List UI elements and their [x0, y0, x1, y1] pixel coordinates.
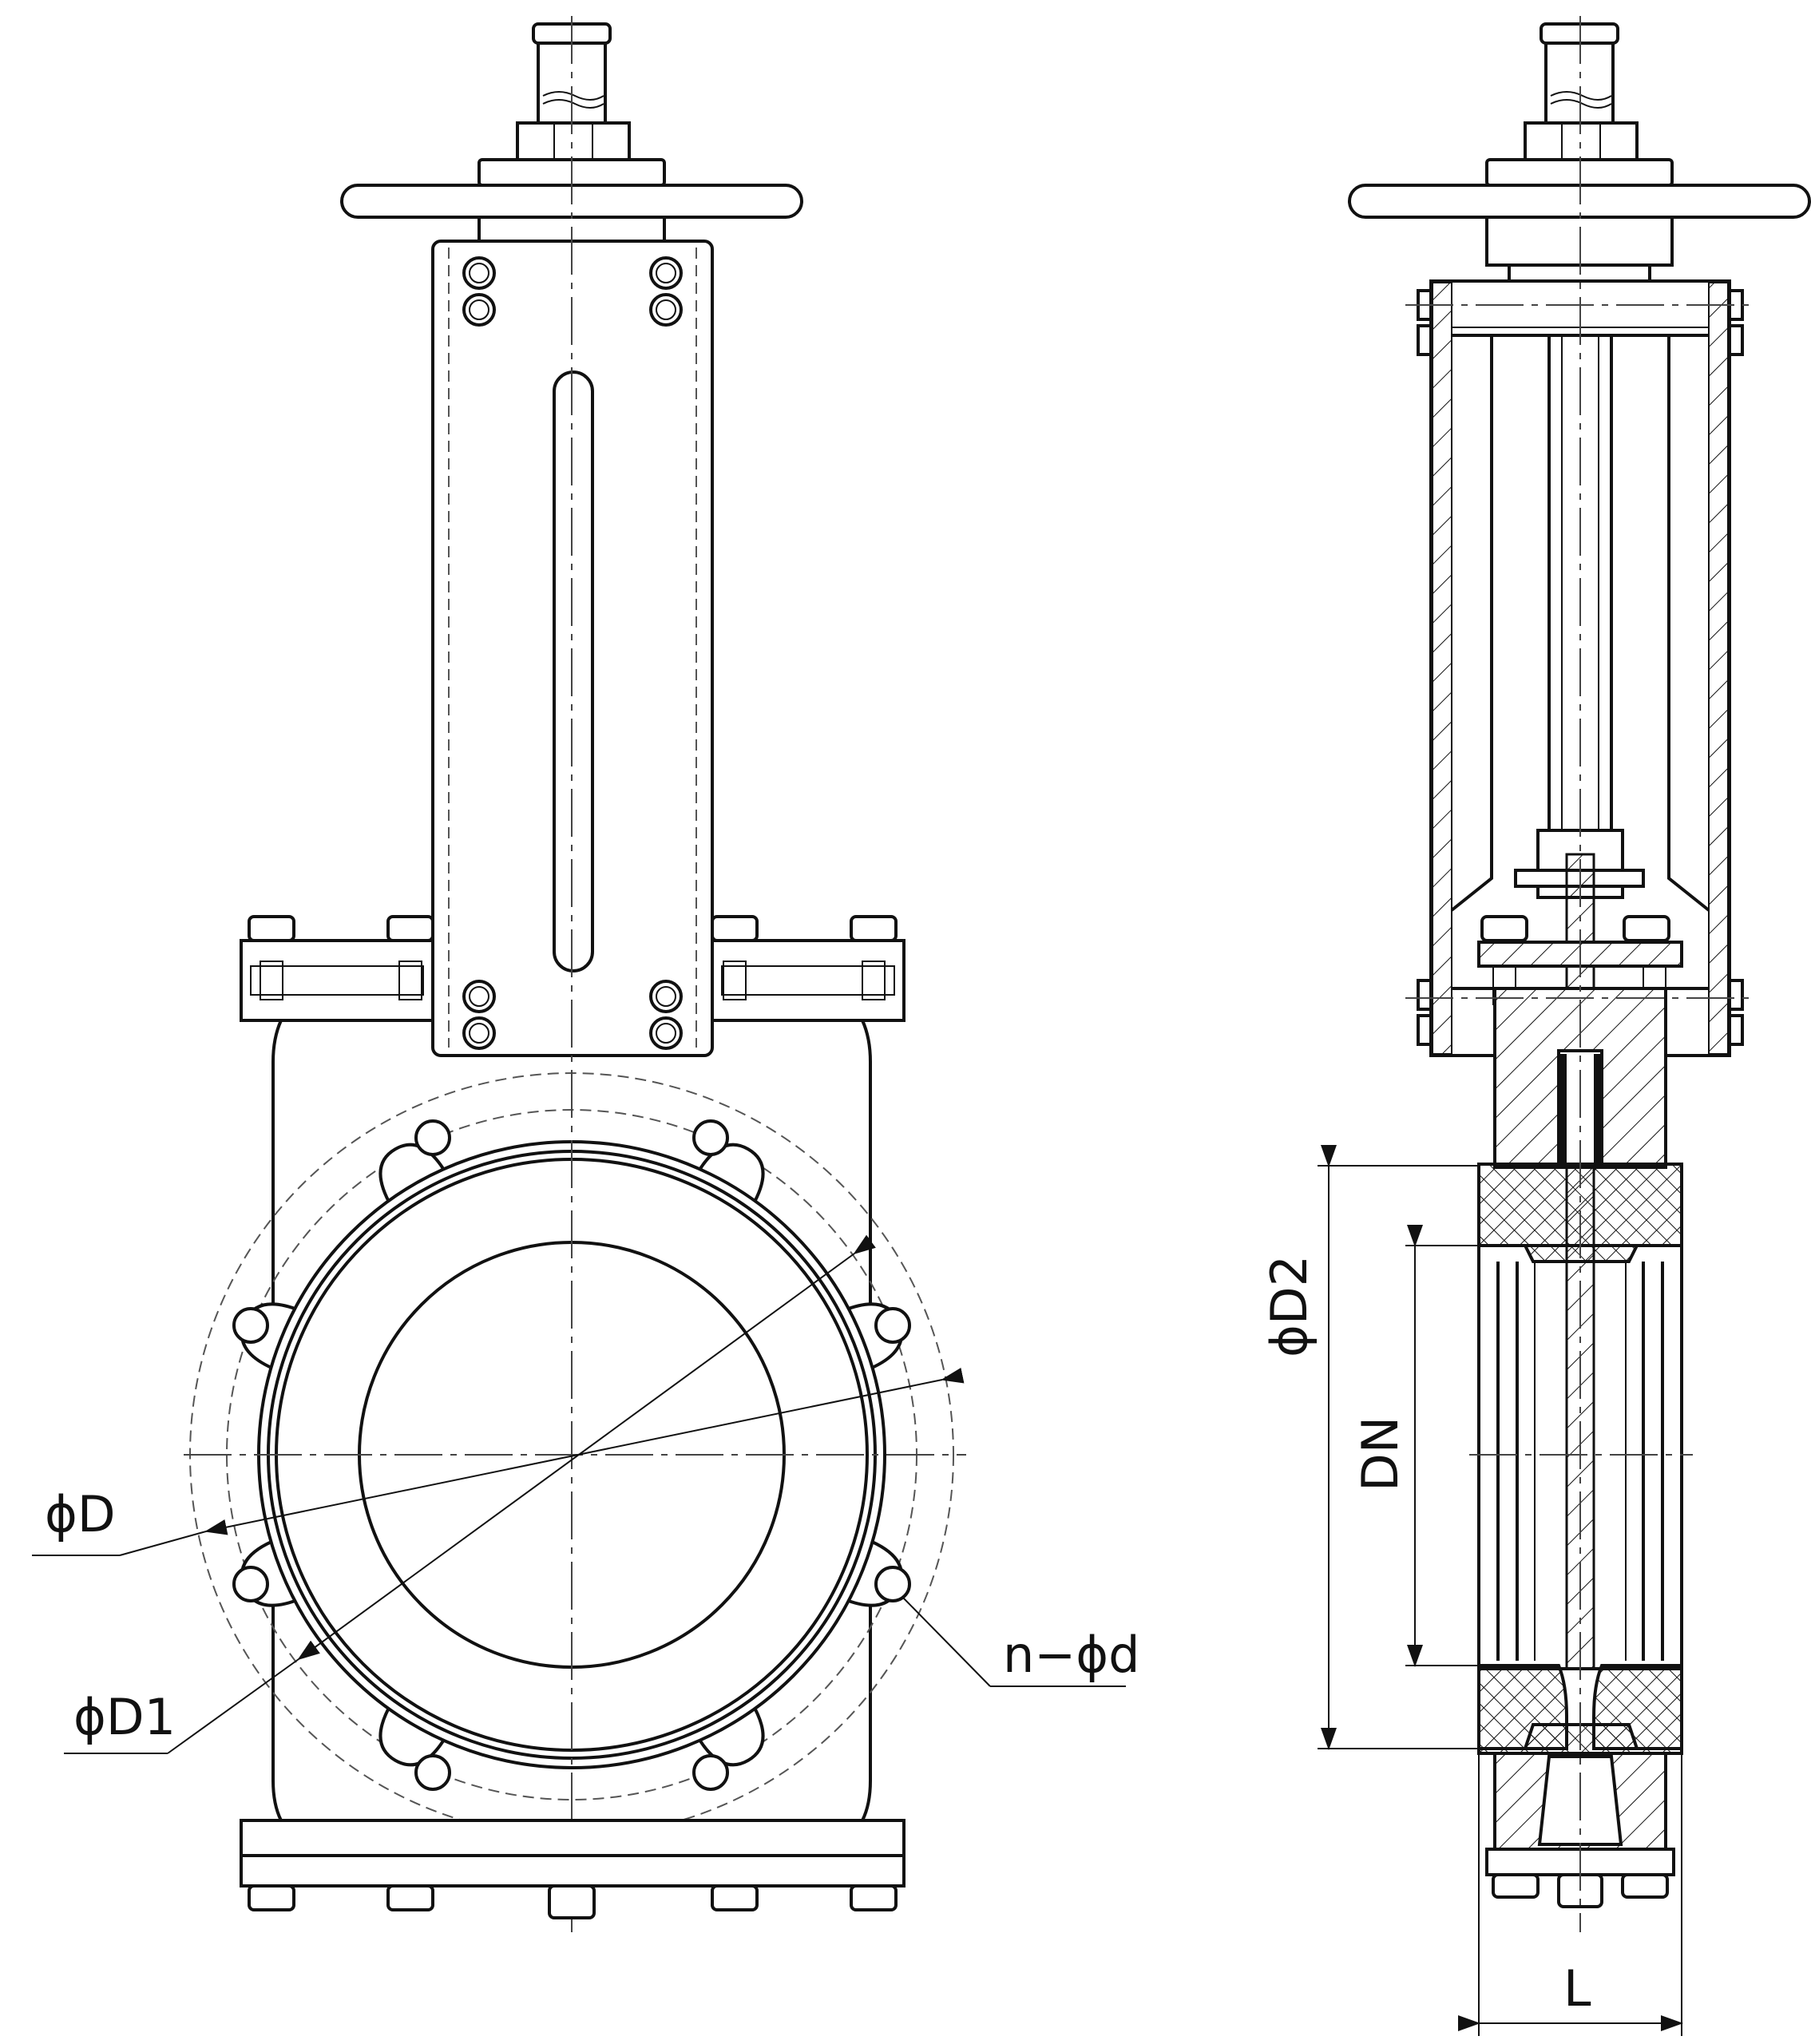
indicator-slot: [553, 370, 594, 972]
bottom-flange: [240, 1819, 906, 1919]
bolt-holes: [232, 1119, 911, 1791]
label-d-bolt-circle: ϕD1: [73, 1688, 176, 1746]
side-view: ϕD2 DN L: [1260, 16, 1811, 2036]
front-view: ϕD ϕD1 n−ϕd: [32, 16, 1140, 1932]
label-dn: DN: [1351, 1416, 1409, 1491]
label-d-outer: ϕD: [45, 1485, 116, 1543]
label-n-holes: n−ϕd: [1003, 1626, 1140, 1684]
label-length: L: [1563, 1959, 1591, 2018]
upper-flange: [240, 915, 906, 1022]
label-d-raised-face: ϕD2: [1260, 1255, 1318, 1357]
hex-nut: [516, 121, 631, 161]
yoke-bolts: [462, 256, 683, 1050]
